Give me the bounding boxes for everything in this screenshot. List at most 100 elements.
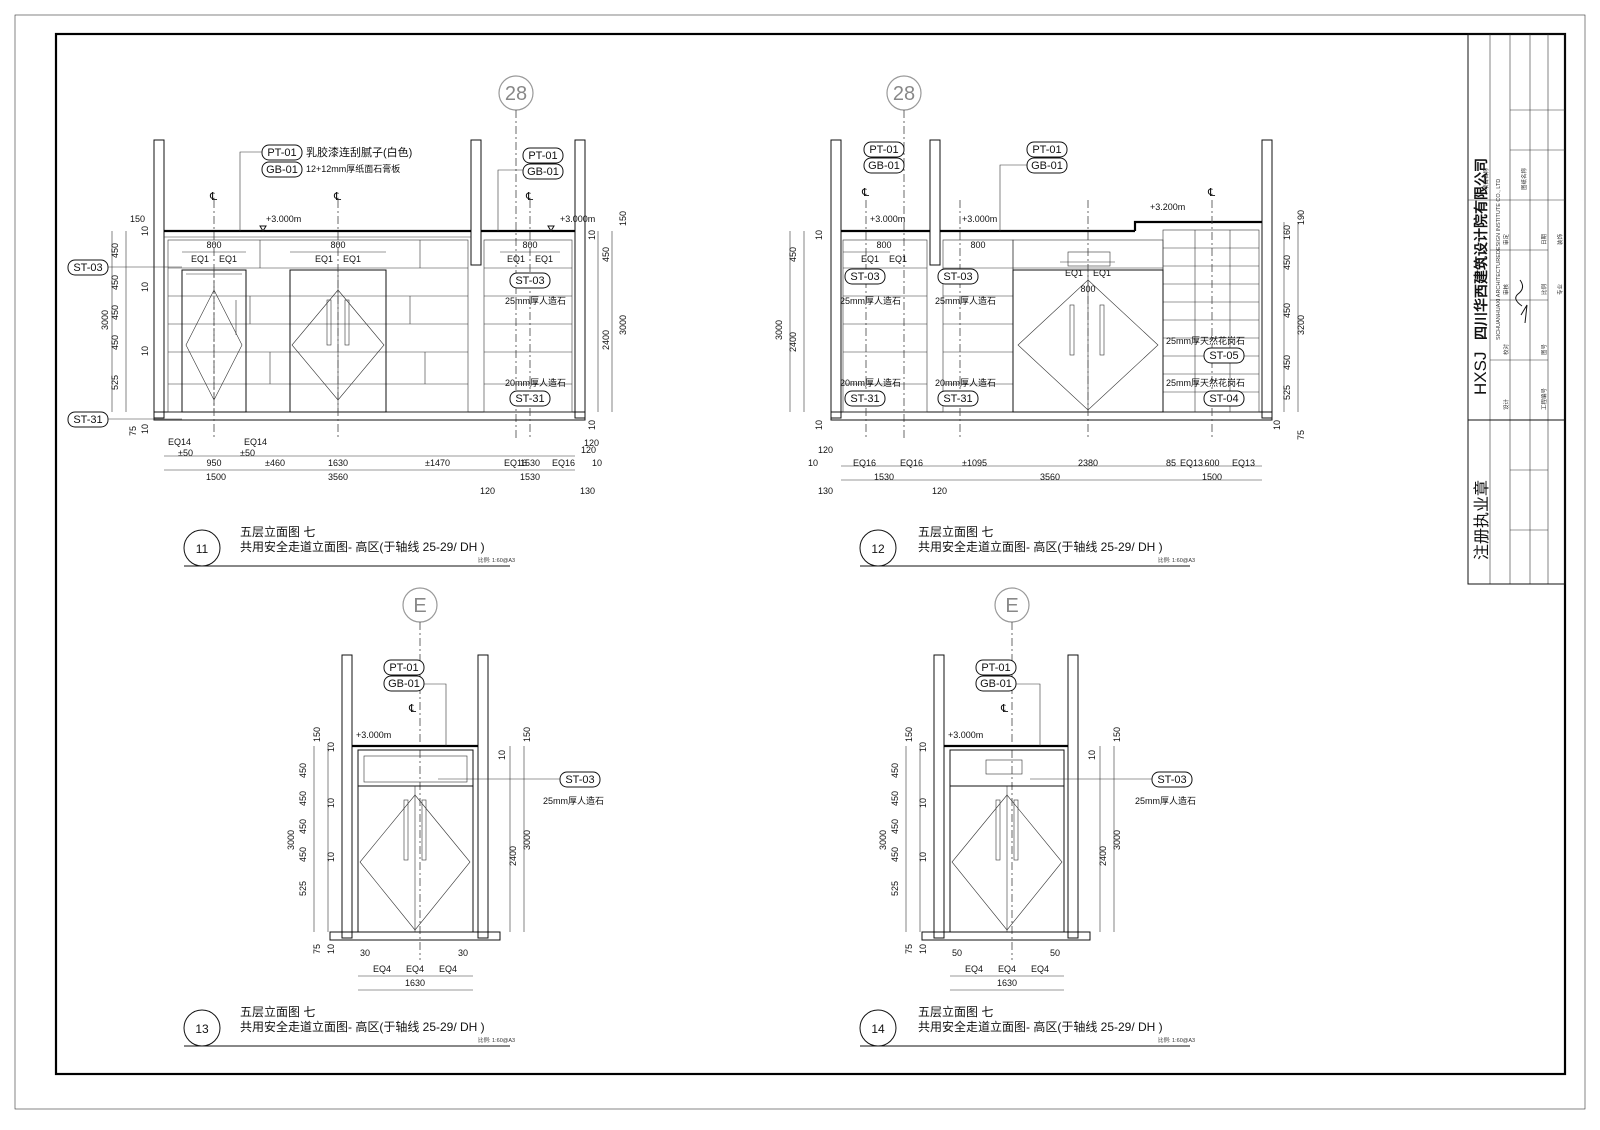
svg-text:审定: 审定 [1502, 233, 1510, 245]
drawing-subtitle: 共用安全走道立面图- 高区(于轴线 25-29/ DH ) [240, 1019, 485, 1034]
dim: EQ1 [861, 254, 879, 264]
material-tag-gb01: GB-01 [522, 163, 564, 180]
bottom-dimensions: EQ14 950 EQ14 ±50 ±50 ±460 1630 ±1470 EQ… [168, 437, 602, 496]
svg-text:图号: 图号 [1540, 343, 1548, 355]
svg-text:525: 525 [890, 881, 900, 896]
svg-text:450: 450 [890, 847, 900, 862]
svg-text:85: 85 [1166, 458, 1176, 468]
floor-hatch [830, 411, 1273, 421]
drawing-number: 13 [195, 1022, 209, 1036]
svg-text:10: 10 [1087, 750, 1097, 760]
svg-text:450: 450 [1282, 255, 1292, 270]
svg-text:450: 450 [890, 763, 900, 778]
left-dimensions: 150 450 450 450 450 525 10 10 10 3000 75… [878, 727, 928, 954]
svg-text:10: 10 [497, 750, 507, 760]
centerline-symbol: ℄ [525, 191, 533, 203]
svg-text:1530: 1530 [520, 458, 540, 468]
material-note: 20mm厚人造石 [505, 377, 566, 388]
drawing-title: 五层立面图 七 [918, 1004, 993, 1019]
wall-section-mid [470, 139, 482, 266]
bottom-dimensions: EQ16 1530 EQ16 ±1095 2380 85 EQ13 600 EQ… [853, 458, 1255, 496]
drawing-number: 11 [196, 542, 209, 556]
svg-text:PT-01: PT-01 [981, 662, 1010, 674]
svg-text:450: 450 [298, 847, 308, 862]
svg-text:10: 10 [808, 458, 818, 468]
svg-text:450: 450 [110, 335, 120, 350]
material-note: 25mm厚人造石 [1135, 795, 1196, 806]
svg-text:450: 450 [601, 247, 611, 262]
svg-text:3000: 3000 [522, 830, 532, 850]
svg-text:150: 150 [904, 727, 914, 742]
material-note: 25mm厚人造石 [840, 295, 901, 306]
svg-text:EQ13: EQ13 [1180, 458, 1203, 468]
company-name-cn: 四川华西建筑设计院有限公司 [1473, 158, 1489, 340]
wall-section-right [1261, 139, 1273, 419]
wall-section-left [933, 654, 945, 939]
dim: 800 [522, 240, 537, 250]
material-tag-gb01: GB-01 [261, 161, 303, 178]
floor-hatch [329, 931, 501, 941]
right-dimensions: 190 160 450 450 3200 450 525 10 75 [1272, 210, 1306, 440]
svg-text:2400: 2400 [508, 846, 518, 866]
material-tag-st31: ST-31 [937, 390, 979, 407]
svg-text:±50: ±50 [240, 448, 255, 458]
svg-text:EQ4: EQ4 [965, 964, 983, 974]
svg-text:设计: 设计 [1502, 398, 1510, 410]
svg-text:10: 10 [326, 742, 336, 752]
svg-text:120: 120 [584, 438, 599, 448]
level-label: +3.000m [356, 730, 391, 740]
centerline-symbol: ℄ [408, 703, 416, 715]
material-note: 25mm厚人造石 [543, 795, 604, 806]
dim: EQ1 [191, 254, 209, 264]
svg-text:190: 190 [1296, 210, 1306, 225]
elevation-14: E ℄ PT-01 GB-01 +3.000m ST-03 25mm厚人造石 1… [859, 587, 1196, 1047]
svg-text:450: 450 [890, 819, 900, 834]
svg-text:GB-01: GB-01 [527, 166, 559, 178]
svg-text:3000: 3000 [1112, 830, 1122, 850]
stamp-box [1467, 419, 1566, 585]
material-note: 乳胶漆连刮腻子(白色) [306, 145, 412, 159]
material-note: 25mm厚人造石 [505, 295, 566, 306]
svg-text:±1470: ±1470 [425, 458, 450, 468]
material-note: 20mm厚人造石 [935, 377, 996, 388]
left-dimensions: 450 3000 2400 10 10 120 10 130 [774, 230, 833, 496]
svg-text:图纸名称: 图纸名称 [1520, 167, 1528, 190]
drawing-title: 五层立面图 七 [240, 1004, 315, 1019]
svg-text:装饰: 装饰 [1556, 233, 1564, 245]
svg-text:1630: 1630 [405, 978, 425, 988]
dim: EQ1 [1093, 268, 1111, 278]
wall-section-mid [929, 139, 941, 266]
svg-text:ST-04: ST-04 [1209, 393, 1238, 405]
svg-text:75: 75 [904, 944, 914, 954]
svg-text:10: 10 [918, 852, 928, 862]
svg-text:1530: 1530 [520, 472, 540, 482]
material-tag-st03: ST-03 [509, 272, 551, 289]
svg-text:PT-01: PT-01 [869, 144, 898, 156]
material-tag-gb01: GB-01 [975, 675, 1017, 692]
svg-text:ST-03: ST-03 [943, 271, 972, 283]
material-tag-gb01: GB-01 [863, 157, 905, 174]
svg-text:10: 10 [918, 742, 928, 752]
svg-text:日期: 日期 [1541, 233, 1548, 245]
svg-text:EQ14: EQ14 [244, 437, 267, 447]
svg-text:GB-01: GB-01 [980, 678, 1012, 690]
svg-text:450: 450 [298, 763, 308, 778]
dim: 800 [970, 240, 985, 250]
dim: EQ1 [1065, 268, 1083, 278]
elevation-12: 28 [774, 75, 1306, 567]
svg-text:3000: 3000 [618, 315, 628, 335]
svg-text:1630: 1630 [997, 978, 1017, 988]
left-dimensions: 150 450 450 450 450 525 10 10 10 3000 75… [100, 214, 150, 436]
door-double [949, 749, 1065, 933]
svg-text:50: 50 [1050, 948, 1060, 958]
material-tag-st03: ST-03 [1151, 771, 1193, 788]
svg-text:1530: 1530 [874, 472, 894, 482]
centerline-symbol: ℄ [1000, 703, 1008, 715]
svg-text:ST-31: ST-31 [515, 393, 544, 405]
svg-text:±50: ±50 [178, 448, 193, 458]
elevation-11: 28 [67, 75, 628, 567]
wall-section-right [1067, 654, 1079, 939]
svg-text:EQ16: EQ16 [900, 458, 923, 468]
exit-sign [1067, 251, 1111, 267]
